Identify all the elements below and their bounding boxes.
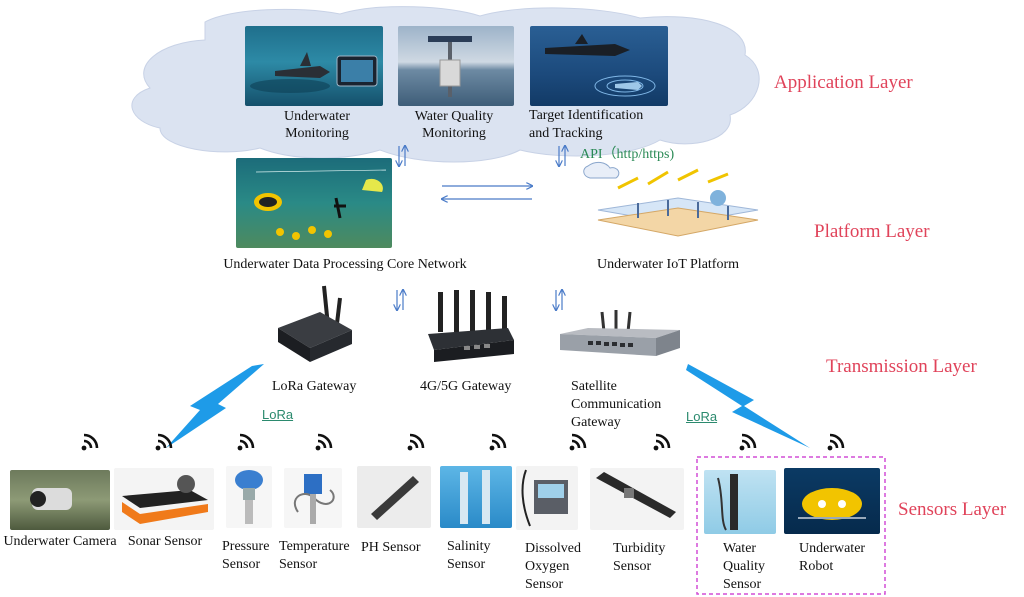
- turbidity-sensor-caption: Turbidity Sensor: [613, 541, 666, 574]
- temperature-sensor-caption: Temperature Sensor: [279, 539, 350, 572]
- core-network-caption: Underwater Data Processing Core Network: [223, 257, 467, 272]
- iot-platform-caption: Underwater IoT Platform: [596, 257, 740, 272]
- target-tracking-image: [530, 26, 668, 106]
- water-quality-sensor-caption: Water Quality Sensor: [723, 541, 765, 592]
- sensors-layer-label: Sensors Layer: [898, 499, 1007, 520]
- highlight-dashed-box: [696, 456, 886, 595]
- water-quality-monitoring-image: [398, 26, 514, 106]
- underwater-monitoring-caption: Underwater Monitoring: [283, 109, 351, 141]
- cellular-gateway-caption: 4G/5G Gateway: [420, 379, 512, 394]
- water-quality-sensor-image: [704, 470, 776, 534]
- underwater-monitoring-image: [245, 26, 383, 106]
- application-layer-label: Application Layer: [774, 72, 913, 93]
- underwater-camera-caption: Underwater Camera: [3, 534, 117, 549]
- dissolved-oxygen-sensor-image: [516, 466, 578, 530]
- api-label: API（http/https): [580, 147, 675, 162]
- lora-label-left: LoRa: [262, 407, 294, 422]
- dissolved-oxygen-sensor-caption: Dissolved Oxygen Sensor: [525, 541, 581, 592]
- wifi-signal-icon: [237, 433, 255, 451]
- salinity-sensor-caption: Salinity Sensor: [447, 539, 491, 572]
- wifi-signal-icon: [569, 433, 587, 451]
- underwater-camera-image: [10, 470, 110, 530]
- sonar-sensor-caption: Sonar Sensor: [127, 534, 203, 549]
- wifi-signal-icon: [407, 433, 425, 451]
- turbidity-sensor-image: [590, 468, 684, 530]
- lora-gateway-caption: LoRa Gateway: [272, 379, 357, 394]
- ph-sensor-caption: PH Sensor: [361, 540, 421, 555]
- cellular-gateway-image: [428, 290, 514, 362]
- underwater-robot-image: [784, 468, 880, 534]
- lora-label-right: LoRa: [686, 409, 718, 424]
- wifi-signal-icon: [827, 433, 845, 451]
- wifi-signal-icon: [489, 433, 507, 451]
- ph-sensor-image: [357, 466, 431, 528]
- wifi-signal-icon: [315, 433, 333, 451]
- satellite-gateway-caption: Satellite Communication Gateway: [571, 379, 662, 430]
- wifi-signal-icon: [739, 433, 757, 451]
- satellite-gateway-image: [560, 310, 680, 356]
- pressure-sensor-image: [226, 466, 272, 528]
- platform-layer-label: Platform Layer: [814, 221, 930, 242]
- core-network-image: [236, 158, 392, 248]
- water-quality-monitoring-caption: Water Quality Monitoring: [414, 109, 494, 141]
- lora-gateway-image: [278, 285, 352, 362]
- transmission-layer-label: Transmission Layer: [826, 356, 977, 377]
- wifi-signal-icon: [653, 433, 671, 451]
- underwater-robot-caption: Underwater Robot: [799, 541, 866, 574]
- pressure-sensor-caption: Pressure Sensor: [222, 539, 270, 572]
- wifi-signal-icon: [81, 433, 99, 451]
- sonar-sensor-image: [114, 468, 214, 530]
- iot-platform-image: [578, 158, 764, 250]
- temperature-sensor-image: [284, 468, 342, 528]
- wifi-signal-icon: [155, 433, 173, 451]
- lora-bolt-left: [166, 364, 264, 448]
- lora-bolt-right: [686, 364, 810, 448]
- salinity-sensor-image: [440, 466, 512, 528]
- target-tracking-caption: Target Identification and Tracking: [529, 108, 644, 141]
